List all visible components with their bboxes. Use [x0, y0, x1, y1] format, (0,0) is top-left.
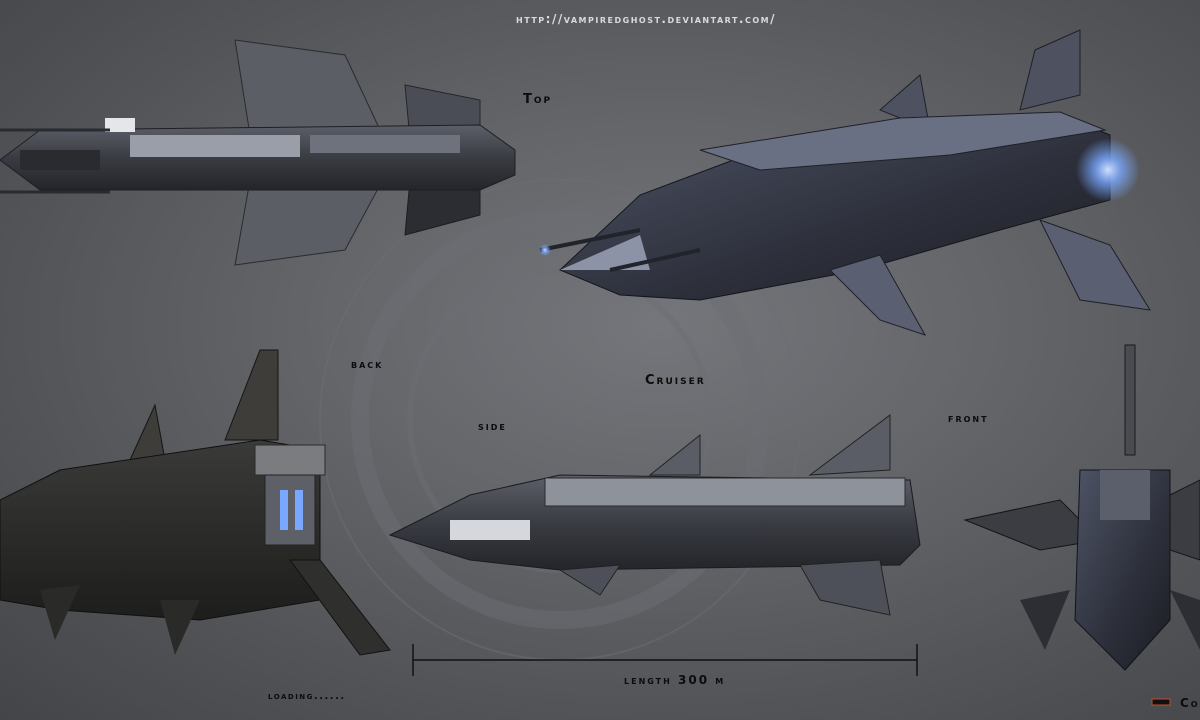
view-label-top: Top	[523, 92, 553, 107]
ship-side-view	[388, 414, 921, 616]
view-label-back: back	[351, 357, 384, 371]
ship-perspective-view	[539, 29, 1151, 336]
artist-url-label: http://vampiredghost.deviantart.com/	[516, 12, 776, 26]
ship-back-view	[0, 349, 391, 656]
view-label-side: side	[478, 419, 507, 433]
corner-marker	[1151, 698, 1171, 706]
scale-length-label: length 300 m	[624, 673, 726, 687]
ship-top-view	[0, 39, 516, 266]
corner-text: Co	[1180, 696, 1200, 710]
loading-text: loading......	[268, 691, 346, 702]
view-label-front: front	[948, 411, 989, 425]
scale-bar	[412, 644, 918, 676]
ship-front-view	[963, 344, 1200, 671]
ship-name-label: Cruiser	[645, 373, 706, 388]
